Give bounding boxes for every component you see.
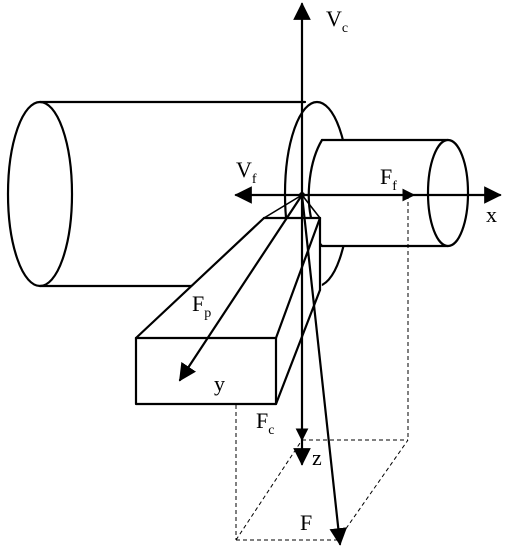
f-label: F — [300, 510, 312, 535]
cutting-tool — [134, 194, 322, 406]
fc-label: Fc — [256, 408, 274, 438]
machined-cylinder — [307, 138, 470, 248]
force-vectors — [178, 188, 416, 546]
z-label: z — [312, 445, 322, 470]
y-label: y — [214, 371, 225, 396]
x-label: x — [486, 202, 497, 227]
f-vector — [300, 193, 348, 546]
fp-vector — [178, 193, 304, 382]
vc-label: Vc — [326, 6, 348, 36]
ff-label: Ff — [380, 164, 397, 194]
vf-label: Vf — [236, 157, 257, 187]
fp-label: Fp — [192, 291, 211, 321]
labels: Vc Vf Ff x Fp y Fc z F — [192, 6, 497, 535]
